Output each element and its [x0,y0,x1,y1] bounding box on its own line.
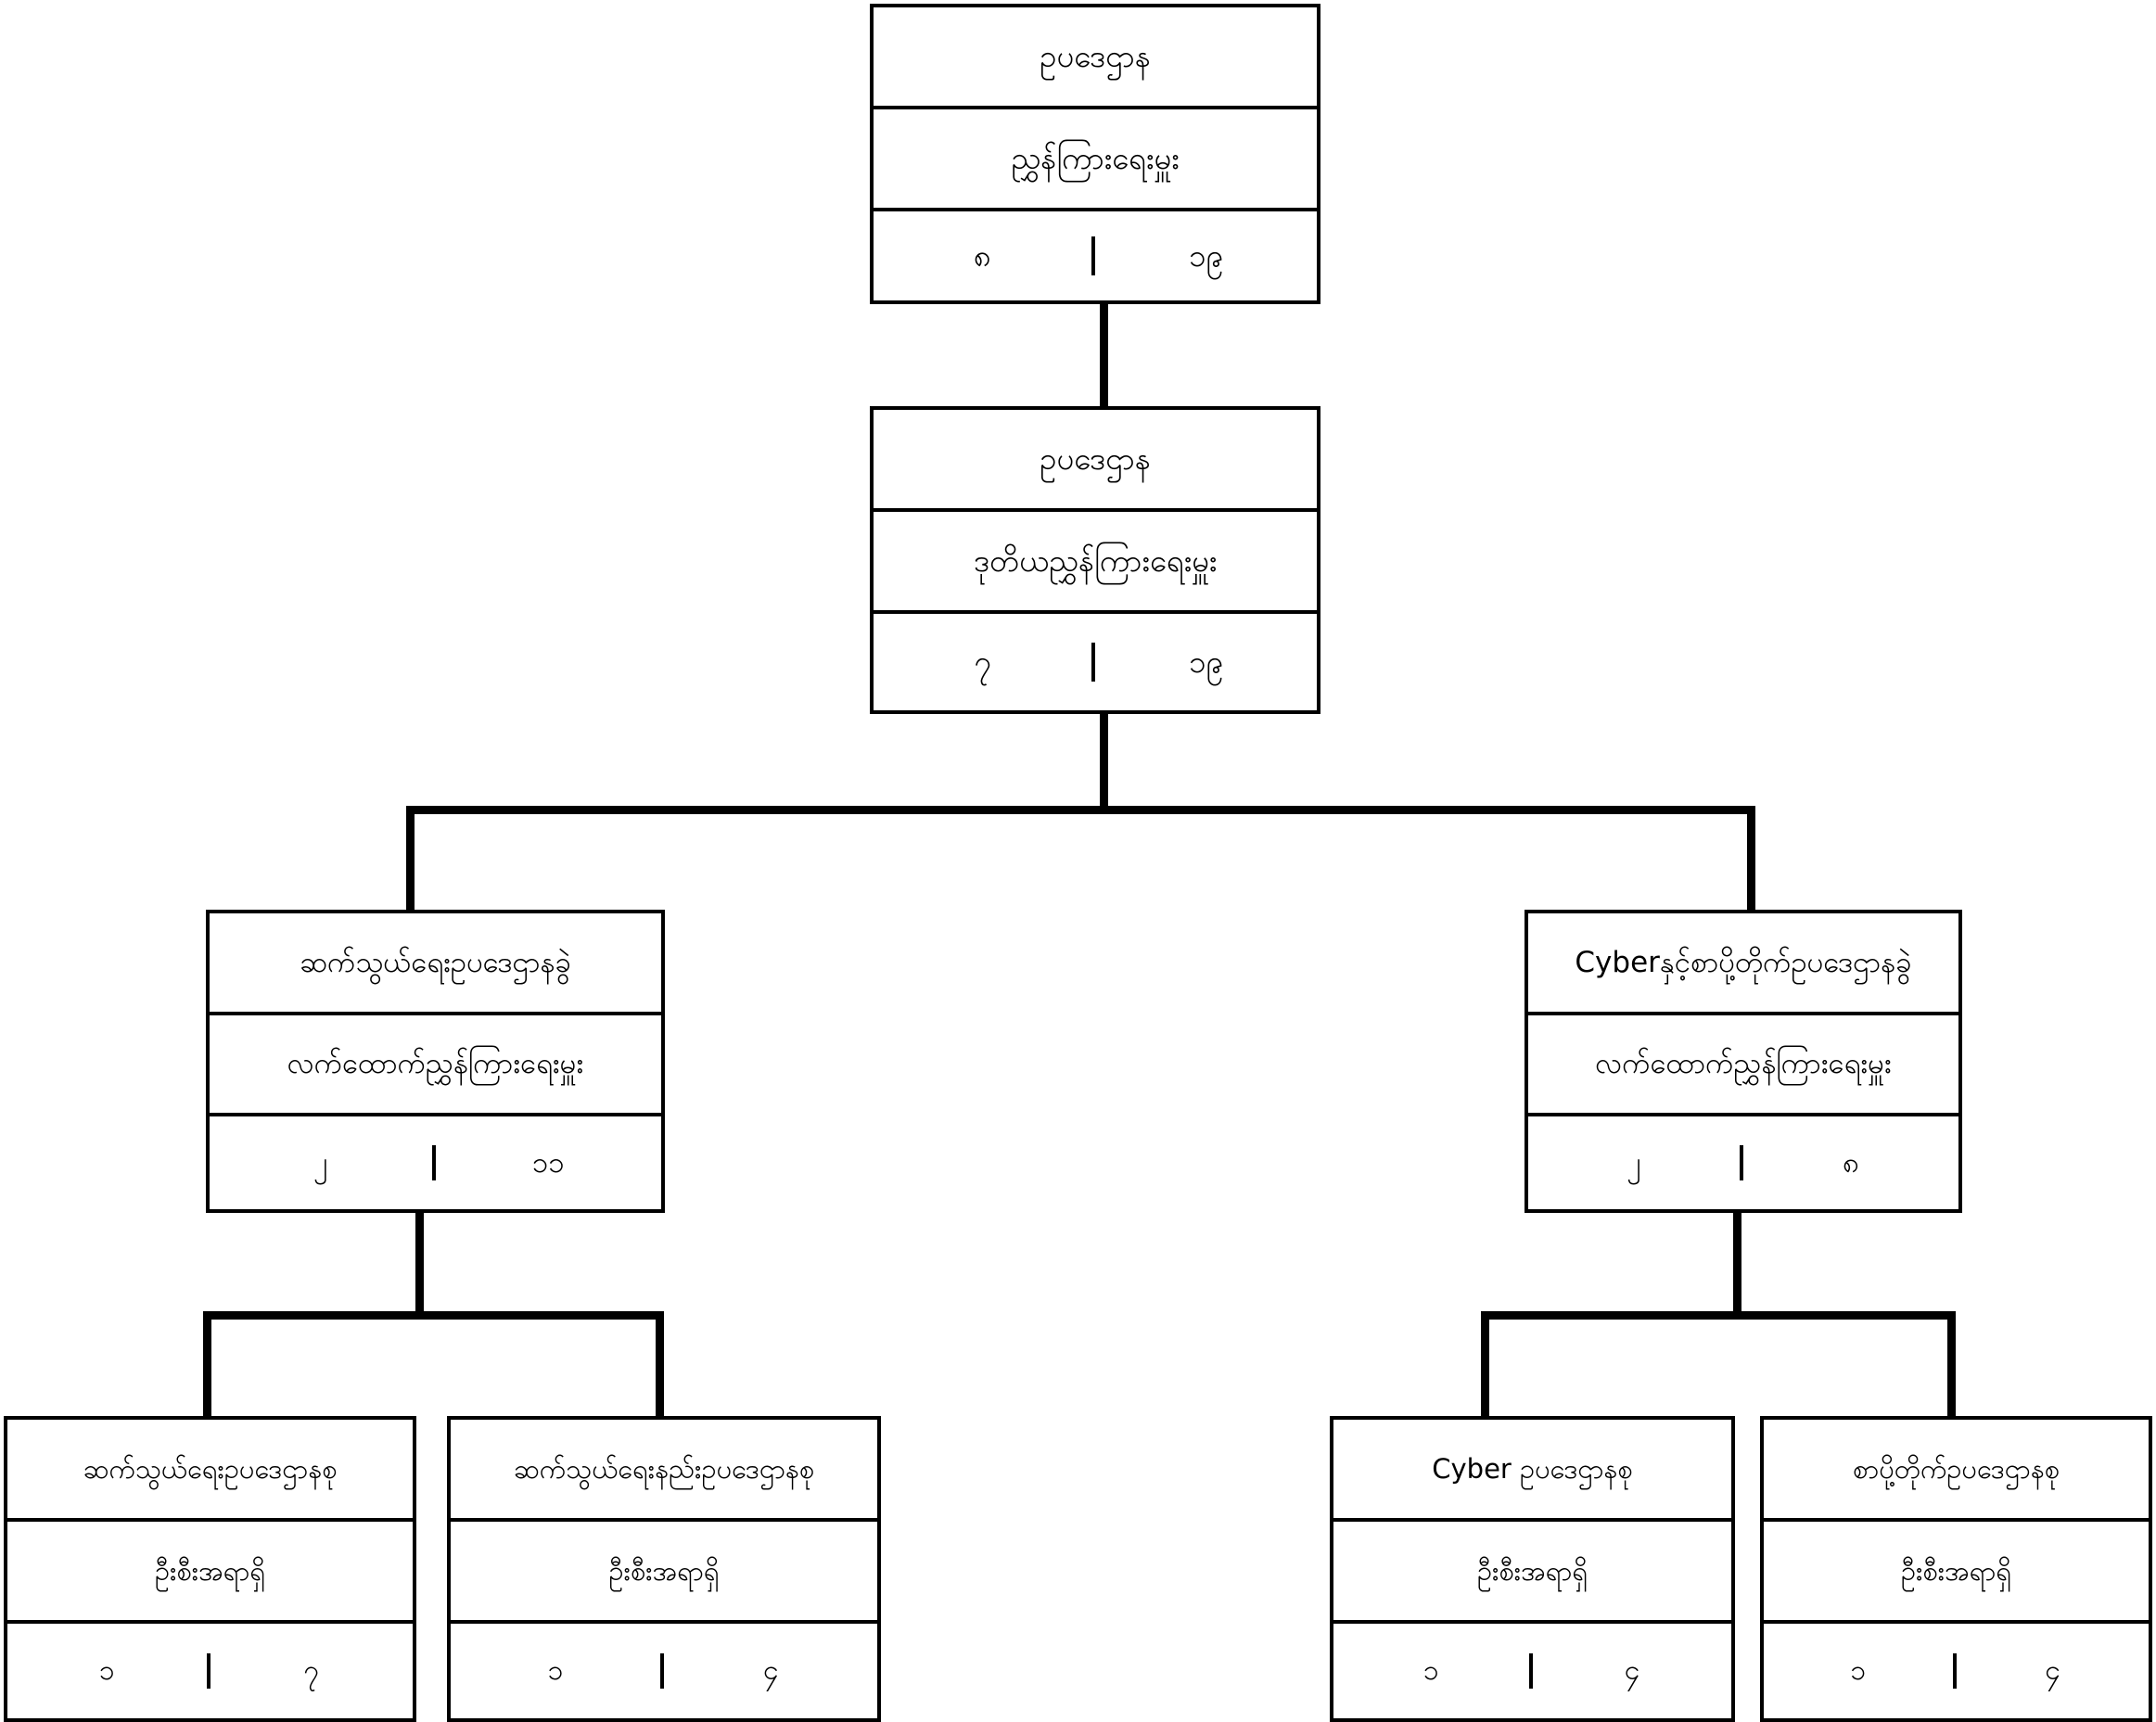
node-deputy-director-count-right-cell: ၁၉ [1095,643,1317,681]
node-comms-rules-unit-count-left-cell: ၁ [451,1653,664,1689]
node-comms-rules-unit-count-left: ၁ [547,1654,564,1688]
node-comms-branch-role-row: လက်ထောက်ညွှန်ကြားရေးမှူး [210,1015,661,1116]
node-comms-branch-role: လက်ထောက်ညွှန်ကြားရေးမှူး [287,1047,584,1081]
node-cyber-unit-title: Cyber ဥပဒေဌာနစု [1432,1452,1633,1485]
node-comms-rules-unit-counts-row: ၁ ၄ [451,1624,877,1718]
node-comms-rules-unit[interactable]: ဆက်သွယ်ရေးနည်းဥပဒေဌာနစု ဦးစီးအရာရှိ ၁ ၄ [447,1416,881,1722]
node-post-unit-role-row: ဦးစီးအရာရှိ [1764,1522,2149,1624]
node-comms-branch-count-right: ၁၁ [531,1145,565,1180]
node-cyber-post-branch-role-row: လက်ထောက်ညွှန်ကြားရေးမှူး [1528,1015,1958,1116]
node-comms-unit-count-left-cell: ၁ [7,1653,210,1689]
node-comms-unit[interactable]: ဆက်သွယ်ရေးဥပဒေဌာနစု ဦးစီးအရာရှိ ၁ ၇ [4,1416,416,1722]
node-comms-branch[interactable]: ဆက်သွယ်ရေးဥပဒေဌာနခွဲ လက်ထောက်ညွှန်ကြားရေ… [206,910,665,1213]
node-comms-unit-count-right-cell: ၇ [210,1653,414,1689]
node-comms-branch-counts-row: ၂ ၁၁ [210,1116,661,1209]
node-cyber-post-branch-count-right: ၈ [1843,1145,1859,1180]
node-comms-rules-unit-count-right-cell: ၄ [664,1653,877,1689]
node-post-unit[interactable]: စာပို့တိုက်ဥပဒေဌာနစု ဦးစီးအရာရှိ ၁ ၄ [1760,1416,2152,1722]
connector-cyber-post-branch-stem [1733,1213,1741,1315]
node-director-title: ဥပဒေဌာန [1040,38,1151,75]
node-cyber-post-branch-title: Cyberနှင့်စာပို့တိုက်ဥပဒေဌာနခွဲ [1575,945,1912,979]
node-cyber-unit-role: ဦးစီးအရာရှိ [1477,1554,1588,1587]
node-cyber-unit-counts-row: ၁ ၄ [1333,1624,1731,1718]
node-cyber-unit-role-row: ဦးစီးအရာရှိ [1333,1522,1731,1624]
node-comms-unit-count-left: ၁ [98,1654,115,1688]
node-cyber-unit[interactable]: Cyber ဥပဒေဌာနစု ဦးစီးအရာရှိ ၁ ၄ [1330,1416,1735,1722]
node-deputy-director[interactable]: ဥပဒေဌာန ဒုတိယညွှန်ကြားရေးမှူး ၇ ၁၉ [870,406,1320,714]
node-cyber-post-branch-counts-row: ၂ ၈ [1528,1116,1958,1209]
node-comms-rules-unit-role-row: ဦးစီးအရာရှိ [451,1522,877,1624]
node-director-count-right: ၁၉ [1188,237,1224,274]
node-post-unit-count-right-cell: ၄ [1957,1653,2150,1689]
node-deputy-director-title-row: ဥပဒေဌာန [874,410,1317,512]
node-deputy-director-count-left-cell: ၇ [874,643,1095,682]
node-post-unit-role: ဦးစီးအရာရှိ [1901,1554,2011,1587]
node-cyber-unit-count-left-cell: ၁ [1333,1653,1533,1689]
connector-to-comms-branch [406,806,415,912]
node-cyber-unit-count-right-cell: ၄ [1533,1653,1732,1689]
node-deputy-director-counts-row: ၇ ၁၉ [874,614,1317,710]
node-cyber-unit-count-right: ၄ [1624,1654,1640,1688]
node-comms-branch-count-right-cell: ၁၁ [436,1145,662,1181]
node-comms-unit-title: ဆက်သွယ်ရေးဥပဒေဌာနစု [83,1452,338,1485]
node-post-unit-count-left: ၁ [1850,1654,1867,1688]
node-cyber-unit-count-left: ၁ [1422,1654,1439,1688]
node-post-unit-count-left-cell: ၁ [1764,1653,1957,1689]
node-comms-branch-count-left: ၂ [313,1145,328,1180]
node-cyber-post-branch[interactable]: Cyberနှင့်စာပို့တိုက်ဥပဒေဌာနခွဲ လက်ထောက်… [1525,910,1962,1213]
connector-to-post-unit [1947,1311,1956,1416]
node-cyber-post-branch-title-row: Cyberနှင့်စာပို့တိုက်ဥပဒေဌာနခွဲ [1528,913,1958,1015]
node-comms-branch-title: ဆက်သွယ်ရေးဥပဒေဌာနခွဲ [300,945,571,979]
node-director-role: ညွှန်ကြားရေးမှူး [1011,140,1180,177]
node-deputy-director-role-row: ဒုတိယညွှန်ကြားရေးမှူး [874,512,1317,614]
node-comms-unit-title-row: ဆက်သွယ်ရေးဥပဒေဌာနစု [7,1420,413,1522]
connector-to-comms-rules-unit [656,1311,664,1416]
node-cyber-post-branch-role: လက်ထောက်ညွှန်ကြားရေးမှူး [1595,1047,1892,1081]
node-comms-rules-unit-title: ဆက်သွယ်ရေးနည်းဥပဒေဌာနစု [513,1452,815,1485]
node-cyber-post-branch-count-left-cell: ၂ [1528,1144,1743,1181]
node-comms-rules-unit-count-right: ၄ [762,1654,779,1688]
node-director-counts-row: ၈ ၁၉ [874,211,1317,300]
node-director[interactable]: ဥပဒေဌာန ညွှန်ကြားရေးမှူး ၈ ၁၉ [870,4,1320,304]
node-post-unit-title: စာပို့တိုက်ဥပဒေဌာနစု [1852,1452,2060,1485]
node-comms-rules-unit-title-row: ဆက်သွယ်ရေးနည်းဥပဒေဌာနစု [451,1420,877,1522]
node-post-unit-count-right: ၄ [2044,1654,2060,1688]
connector-branch-horizontal [406,806,1755,814]
node-post-unit-counts-row: ၁ ၄ [1764,1624,2149,1718]
node-director-title-row: ဥပဒေဌာန [874,7,1317,109]
node-comms-unit-role-row: ဦးစီးအရာရှိ [7,1522,413,1624]
connector-director-to-deputy [1100,304,1108,406]
node-cyber-unit-title-row: Cyber ဥပဒေဌာနစု [1333,1420,1731,1522]
connector-to-comms-unit [203,1311,211,1416]
node-comms-unit-role: ဦးစီးအရာရှိ [155,1554,265,1587]
node-director-role-row: ညွှန်ကြားရေးမှူး [874,109,1317,211]
node-cyber-post-branch-count-right-cell: ၈ [1743,1145,1958,1181]
node-deputy-director-title: ဥပဒေဌာန [1040,440,1151,478]
node-director-count-left: ၈ [974,237,991,274]
node-director-count-left-cell: ၈ [874,236,1095,275]
node-director-count-right-cell: ၁၉ [1095,236,1317,274]
node-deputy-director-role: ဒုတိယညွှန်ကြားရေးမှူး [973,542,1218,580]
node-deputy-director-count-left: ၇ [974,644,991,681]
node-deputy-director-count-right: ၁၉ [1188,644,1224,681]
node-post-unit-title-row: စာပို့တိုက်ဥပဒေဌာနစု [1764,1420,2149,1522]
node-comms-branch-title-row: ဆက်သွယ်ရေးဥပဒေဌာနခွဲ [210,913,661,1015]
node-comms-branch-count-left-cell: ၂ [210,1144,436,1181]
connector-to-cyber-post-branch [1747,806,1755,912]
connector-comms-branch-stem [415,1213,424,1315]
connector-comms-units-horizontal [203,1311,664,1320]
connector-to-cyber-unit [1481,1311,1489,1416]
node-comms-unit-count-right: ၇ [303,1654,320,1688]
connector-deputy-stem [1100,714,1108,810]
node-comms-rules-unit-role: ဦးစီးအရာရှိ [608,1554,720,1587]
connector-cyber-post-units-horizontal [1481,1311,1956,1320]
node-cyber-post-branch-count-left: ၂ [1627,1145,1641,1180]
node-comms-unit-counts-row: ၁ ၇ [7,1624,413,1718]
